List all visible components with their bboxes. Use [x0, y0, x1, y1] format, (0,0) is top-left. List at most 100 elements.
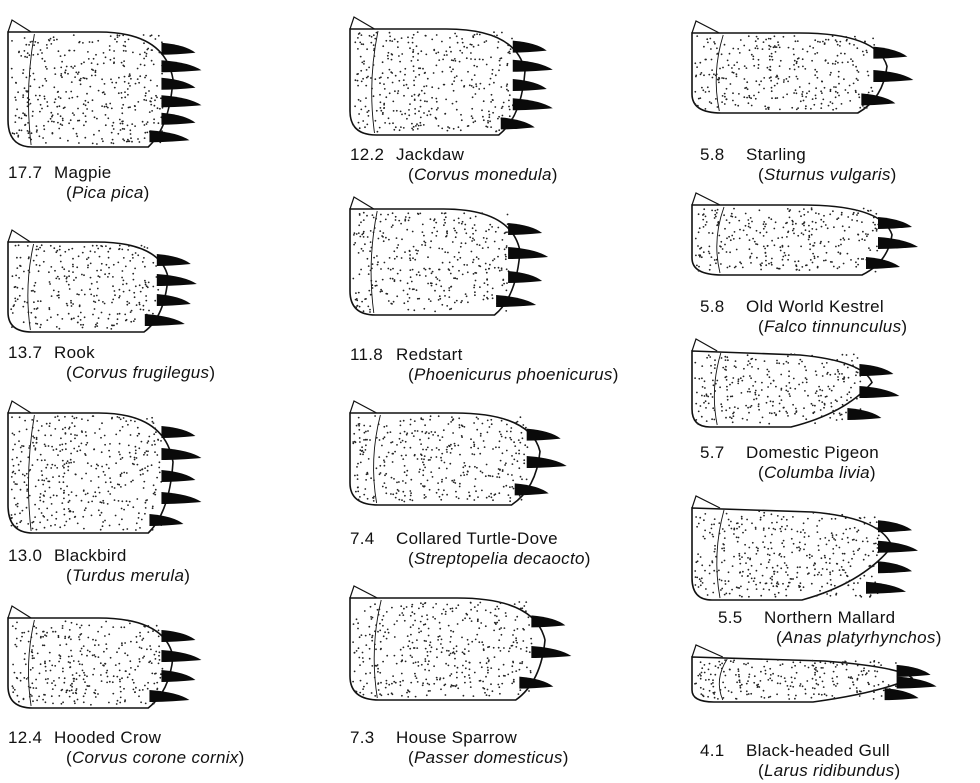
feather-tip [161, 448, 201, 460]
feather-tip [527, 456, 567, 468]
bird-scientific-name: Phoenicurus phoenicurus [414, 365, 613, 384]
wing-tip-mark [8, 606, 31, 618]
bird-caption: 13.7Rook(Corvus frugilegus) [8, 343, 215, 383]
wing-outline-drawing [692, 190, 952, 285]
wing-body [350, 598, 545, 700]
feather-tip [149, 690, 189, 702]
bird-scientific-name: Corvus monedula [414, 165, 552, 184]
wing-body [350, 29, 525, 135]
wing-outline-drawing [350, 15, 585, 145]
bird-scientific-name: Larus ridibundus [764, 761, 895, 780]
feather-tip [161, 95, 201, 107]
wing-tip-mark [350, 401, 377, 413]
bird-common-name: Collared Turtle-Dove [396, 529, 558, 548]
wing-outline-drawing [350, 195, 580, 325]
wing-tip-mark [350, 197, 374, 209]
feather-tip [161, 650, 201, 662]
feather-tip [157, 294, 191, 306]
bird-common-name: Starling [746, 145, 806, 164]
feather-tip [897, 665, 931, 677]
bird-value: 7.4 [350, 529, 396, 549]
wing-tip-mark [692, 496, 720, 508]
bird-common-name: House Sparrow [396, 728, 517, 747]
bird-common-name: Blackbird [54, 546, 127, 565]
wing-outline-drawing [8, 393, 233, 543]
wing-outline-drawing [8, 12, 233, 157]
wing-body [692, 33, 887, 113]
wing-outline-drawing [692, 490, 952, 610]
bird-value: 13.0 [8, 546, 54, 566]
bird-scientific-name: Falco tinnunculus [764, 317, 901, 336]
feather-tip [878, 561, 912, 573]
feather-tip [508, 271, 542, 283]
feather-tip [861, 93, 895, 105]
bird-value: 5.8 [700, 145, 746, 165]
bird-value: 13.7 [8, 343, 54, 363]
wing-outline-drawing [350, 580, 605, 710]
wing-body [350, 413, 540, 505]
bird-value: 17.7 [8, 163, 54, 183]
wing-tip-mark [8, 20, 31, 32]
feather-tip [531, 646, 571, 658]
feather-tip [161, 630, 195, 642]
feather-tip [878, 520, 912, 532]
feather-tip [161, 113, 195, 125]
feather-tip [859, 386, 899, 398]
feather-tip [897, 677, 937, 689]
feather-tip [157, 254, 191, 266]
feather-tip [161, 60, 201, 72]
feather-tip [161, 426, 195, 438]
wing-body [692, 508, 892, 600]
feather-tip [161, 78, 195, 90]
bird-common-name: Domestic Pigeon [746, 443, 879, 462]
feather-tip [527, 429, 561, 441]
bird-common-name: Magpie [54, 163, 112, 182]
wing-outline-drawing [8, 232, 228, 342]
bird-value: 5.7 [700, 443, 746, 463]
wing-tip-mark [8, 401, 31, 413]
feather-tip [519, 677, 553, 689]
feather-tip [513, 98, 553, 110]
feather-tip [513, 79, 547, 91]
feather-tip [501, 117, 535, 129]
bird-value: 12.2 [350, 145, 396, 165]
feather-tip [513, 41, 547, 53]
feather-tip [508, 247, 548, 259]
bird-scientific-name: Turdus merula [72, 566, 184, 585]
bird-common-name: Jackdaw [396, 145, 464, 164]
feather-tip [885, 688, 919, 700]
bird-caption: 13.0Blackbird(Turdus merula) [8, 546, 190, 586]
wing-body [692, 657, 912, 702]
bird-common-name: Northern Mallard [764, 608, 895, 627]
wing-tip-mark [350, 586, 377, 598]
bird-common-name: Redstart [396, 345, 463, 364]
feather-tip [161, 492, 201, 504]
feather-tip [496, 295, 536, 307]
bird-common-name: Old World Kestrel [746, 297, 884, 316]
bird-scientific-name: Streptopelia decaocto [414, 549, 585, 568]
wing-tip-mark [350, 17, 375, 29]
feather-tip [847, 408, 881, 420]
feather-tip [149, 130, 189, 142]
wing-outline-drawing [692, 642, 972, 712]
wing-tip-mark [692, 21, 719, 33]
bird-value: 5.8 [700, 297, 746, 317]
feather-tip [161, 670, 195, 682]
bird-common-name: Hooded Crow [54, 728, 161, 747]
bird-caption: 5.8Old World Kestrel(Falco tinnunculus) [700, 297, 907, 337]
wing-body [8, 242, 168, 332]
bird-scientific-name: Corvus corone cornix [72, 748, 239, 767]
wing-tip-mark [692, 645, 723, 657]
bird-value: 4.1 [700, 741, 746, 761]
bird-value: 11.8 [350, 345, 396, 365]
bird-value: 12.4 [8, 728, 54, 748]
feather-tip [513, 60, 553, 72]
wing-tip-mark [692, 339, 717, 351]
wing-tip-mark [8, 230, 30, 242]
